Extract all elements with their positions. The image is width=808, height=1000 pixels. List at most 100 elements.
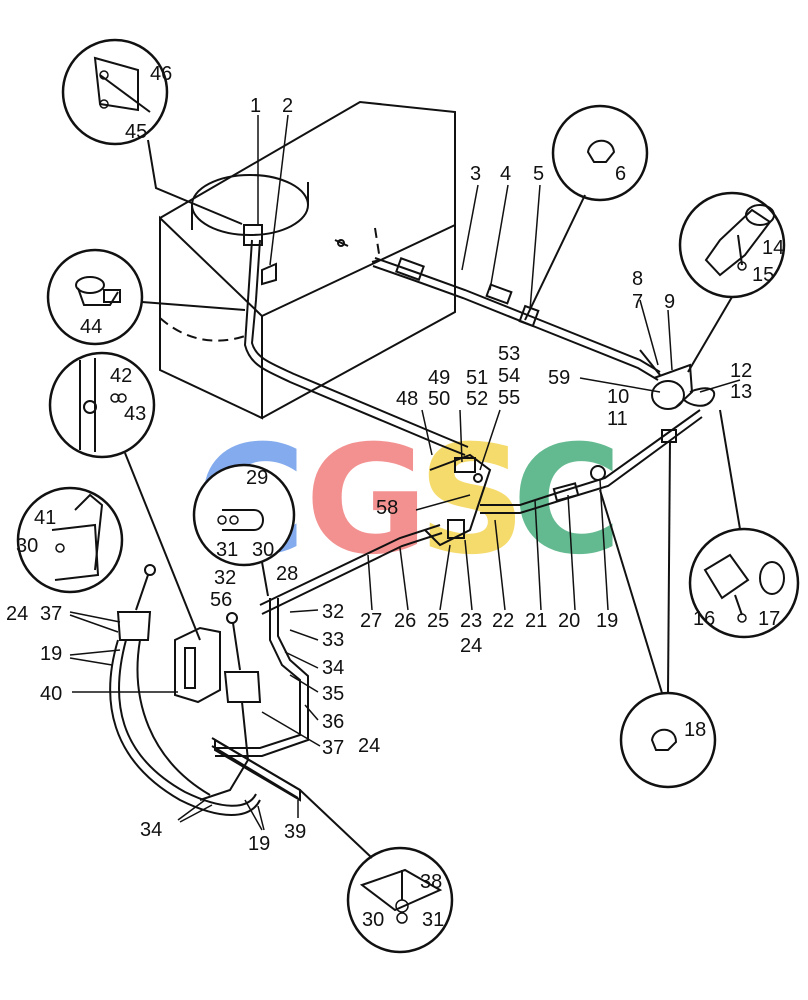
mounting-bracket (214, 738, 301, 802)
part-number: 34 (322, 657, 344, 679)
part-number: 31 (422, 909, 444, 931)
leader-44 (141, 301, 246, 311)
part-number: 34 (140, 819, 162, 841)
part-number: 2 (282, 95, 293, 117)
detail-circle-29-31 (192, 463, 296, 567)
part-number: 21 (525, 610, 547, 632)
part-number: 32 (322, 601, 344, 623)
part-number: 19 (40, 643, 62, 665)
part-number: 38 (420, 871, 442, 893)
leader-18-a (599, 489, 663, 694)
leader-46-tank (147, 139, 243, 225)
part-number: 32 (214, 567, 236, 589)
part-number: 9 (664, 291, 675, 313)
part-number: 11 (607, 408, 628, 430)
valve-block (424, 453, 492, 547)
part-number: 58 (376, 497, 398, 519)
part-number: 29 (246, 467, 268, 489)
part-number: 4 (500, 163, 511, 185)
watermark-letter-s: S (418, 414, 526, 588)
detail-circle-44 (46, 248, 144, 346)
part-number: 45 (125, 121, 147, 143)
part-number: 19 (596, 610, 618, 632)
part-number-labels: 1 2 3 4 5 6 7 8 9 10 11 12 13 14 15 16 1… (6, 63, 784, 931)
part-number: 49 (428, 367, 450, 389)
part-number: 51 (466, 367, 488, 389)
part-number: 50 (428, 388, 450, 410)
part-number: 10 (607, 386, 629, 408)
watermark: C G S C (196, 414, 622, 588)
hydraulic-tank (159, 100, 456, 420)
part-number: 25 (427, 610, 449, 632)
detail-circle-30-31-38 (346, 846, 454, 954)
part-number: 1 (250, 95, 261, 117)
part-number: 19 (248, 833, 270, 855)
detail-circle-42-43 (48, 351, 156, 459)
part-number: 5 (533, 163, 544, 185)
part-number: 53 (498, 343, 520, 365)
part-number: 30 (16, 535, 38, 557)
part-number: 17 (758, 608, 780, 630)
part-number: 15 (752, 264, 774, 286)
part-number: 41 (34, 507, 56, 529)
detail-circle-16-17 (688, 527, 800, 639)
part-number: 22 (492, 610, 514, 632)
part-number: 39 (284, 821, 306, 843)
part-number: 37 (40, 603, 62, 625)
detail-circle-6 (551, 104, 649, 202)
joystick-left (109, 564, 261, 816)
part-number: 3 (470, 163, 481, 185)
part-number: 28 (276, 563, 298, 585)
watermark-letter-g: G (305, 414, 428, 588)
part-number: 23 (460, 610, 482, 632)
joystick-center (199, 612, 262, 801)
part-number: 44 (80, 316, 102, 338)
part-number: 42 (110, 365, 132, 387)
part-number: 31 (216, 539, 238, 561)
part-number: 55 (498, 387, 520, 409)
part-number: 30 (362, 909, 384, 931)
leader-16 (719, 409, 741, 530)
part-number: 24 (460, 635, 482, 657)
part-number: 56 (210, 589, 232, 611)
part-number: 33 (322, 629, 344, 651)
part-number: 6 (615, 163, 626, 185)
part-number: 27 (360, 610, 382, 632)
part-number: 8 (632, 268, 643, 290)
part-number: 14 (762, 237, 784, 259)
part-number: 52 (466, 388, 488, 410)
part-number: 7 (632, 291, 643, 313)
part-number: 30 (252, 539, 274, 561)
part-number: 20 (558, 610, 580, 632)
part-number: 36 (322, 711, 344, 733)
detail-circle-30-41 (16, 486, 124, 594)
part-number: 40 (40, 683, 62, 705)
part-number: 54 (498, 365, 520, 387)
callout-leaders (69, 114, 741, 831)
return-hose (372, 257, 661, 381)
part-number: 59 (548, 367, 570, 389)
part-number: 37 (322, 737, 344, 759)
valve-box (174, 626, 221, 704)
part-number: 12 (730, 360, 752, 382)
leader-38 (299, 789, 373, 859)
control-valve (639, 349, 716, 410)
part-number: 48 (396, 388, 418, 410)
leader-43 (124, 452, 201, 641)
part-number: 16 (693, 608, 715, 630)
detail-circle-45-46 (61, 38, 169, 146)
suction-pipe (243, 224, 469, 456)
leader-14 (687, 296, 733, 373)
lower-pipes (211, 524, 443, 799)
part-number: 13 (730, 381, 752, 403)
part-number: 24 (358, 735, 380, 757)
part-number: 46 (150, 63, 172, 85)
pressure-line (480, 409, 703, 514)
part-number: 26 (394, 610, 416, 632)
leader-18-b (667, 439, 671, 694)
leader-6 (524, 194, 586, 321)
part-number: 35 (322, 683, 344, 705)
leader-29 (261, 561, 269, 597)
part-number: 24 (6, 603, 28, 625)
